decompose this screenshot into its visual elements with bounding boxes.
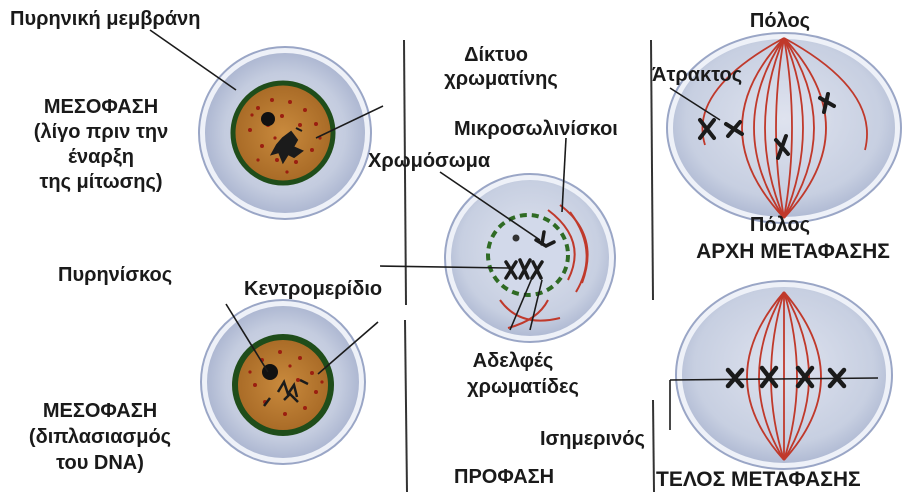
label-interphase-2-sub2: του DNA) <box>2 452 198 474</box>
label-chromatin-network-1: Δίκτυο <box>411 44 581 66</box>
nucleolus-1 <box>261 112 275 126</box>
interphase-cell-1 <box>199 47 371 219</box>
label-pole-bottom: Πόλος <box>730 214 830 236</box>
leader-nuclear-membrane <box>150 30 236 90</box>
label-chromatin-network-2: χρωματίνης <box>411 68 591 90</box>
label-interphase-1-sub1: (λίγο πριν την <box>4 121 198 143</box>
label-interphase-1-sub3: της μίτωσης) <box>4 171 198 193</box>
divider-right-lower <box>653 400 654 492</box>
interphase-cell-2 <box>201 300 365 464</box>
label-nuclear-membrane: Πυρηνική μεμβράνη <box>10 8 200 30</box>
prophase-nucleolus <box>513 235 520 242</box>
nucleus-1 <box>233 83 333 183</box>
label-microtubules: Μικροσωλινίσκοι <box>454 118 618 140</box>
label-equator: Ισημερινός <box>540 428 645 450</box>
label-late-metaphase: ΤΕΛΟΣ ΜΕΤΑΦΑΣΗΣ <box>656 468 918 492</box>
label-nucleolus: Πυρηνίσκος <box>58 264 172 286</box>
prophase-cell <box>445 174 615 342</box>
label-spindle: Άτρακτος <box>652 64 742 86</box>
divider-left-upper <box>404 40 406 305</box>
label-sister-chromatids-1: Αδελφές <box>448 350 578 372</box>
fading-nuclear-membrane <box>488 215 568 295</box>
label-pole-top: Πόλος <box>730 10 830 32</box>
label-prophase: ΠΡΟΦΑΣΗ <box>454 466 554 488</box>
label-interphase-1-sub2: έναρξη <box>4 146 198 168</box>
label-centromere: Κεντρομερίδιο <box>244 278 382 300</box>
label-early-metaphase: ΑΡΧΗ ΜΕΤΑΦΑΣΗΣ <box>668 240 918 264</box>
label-interphase-2-title: ΜΕΣΟΦΑΣΗ <box>2 400 198 422</box>
late-metaphase-cell <box>676 281 892 469</box>
divider-left-lower <box>405 320 407 492</box>
early-metaphase-cell <box>667 33 901 223</box>
label-interphase-1-title: ΜΕΣΟΦΑΣΗ <box>4 96 198 118</box>
label-chromosome: Χρωμόσωμα <box>368 150 490 172</box>
label-interphase-2-sub1: (διπλασιασμός <box>2 426 198 448</box>
label-sister-chromatids-2: χρωματίδες <box>448 376 598 398</box>
